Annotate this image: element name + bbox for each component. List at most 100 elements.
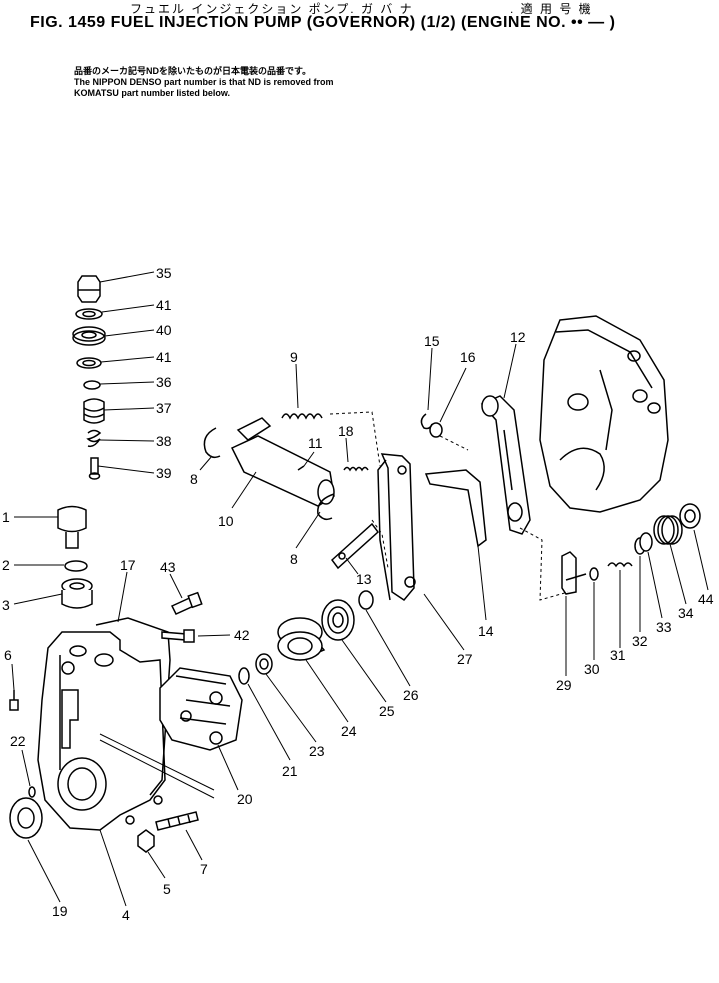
gasket-17: [95, 617, 171, 796]
washer-41b: [76, 357, 102, 369]
callout-38: 38: [156, 433, 172, 449]
note-japanese: 品番のメーカ記号NDを除いたものが日本電装の品番です。: [74, 66, 312, 76]
callout-43: 43: [160, 559, 176, 575]
callout-8b: 8: [290, 551, 298, 567]
callout-29: 29: [556, 677, 572, 693]
callout-42: 42: [234, 627, 250, 643]
washer-41a: [75, 308, 103, 320]
callout-40: 40: [156, 322, 172, 338]
callout-1: 1: [2, 509, 10, 525]
callout-35: 35: [156, 265, 172, 281]
callout-10: 10: [218, 513, 234, 529]
leader-lines: [11, 271, 709, 907]
callout-7: 7: [200, 861, 208, 877]
callout-27: 27: [457, 651, 473, 667]
part-number-note: 品番のメーカ記号NDを除いたものが日本電装の品番です。 The NIPPON D…: [74, 66, 454, 99]
callout-18: 18: [338, 423, 354, 439]
gasket-2: [64, 560, 88, 572]
callout-36: 36: [156, 374, 172, 390]
plug-22: [28, 786, 36, 798]
callout-3: 3: [2, 597, 10, 613]
japanese-title: フュエル インジェクション ポンプ. ガ バ ナ . 適 用 号 機: [130, 0, 650, 16]
shaft-10: [230, 417, 335, 507]
bolt-29: [561, 551, 587, 595]
callout-19: 19: [52, 903, 68, 919]
nut-5: [137, 829, 155, 853]
spring-seat-37: [83, 398, 105, 424]
japanese-usage-text: . 適 用 号 機: [510, 2, 593, 16]
note-english-line2: KOMATSU part number listed below.: [74, 88, 231, 98]
shim-26: [358, 590, 374, 610]
spring-18: [343, 466, 369, 472]
callout-37: 37: [156, 400, 172, 416]
bushing-23: [255, 653, 273, 675]
callout-11: 11: [308, 435, 323, 451]
callout-5: 5: [163, 881, 171, 897]
bolt-42: [161, 629, 195, 643]
callout-39: 39: [156, 465, 172, 481]
callout-26: 26: [403, 687, 419, 703]
nut-40: [72, 326, 106, 346]
callout-34: 34: [678, 605, 694, 621]
callout-23: 23: [309, 743, 325, 759]
callout-12: 12: [510, 329, 526, 345]
japanese-title-text: フュエル インジェクション ポンプ. ガ バ ナ: [130, 2, 414, 16]
washer-30: [589, 567, 599, 581]
pin-11: [297, 465, 305, 471]
lever-14: [424, 469, 487, 548]
pin-39: [88, 457, 101, 480]
clip-36: [83, 380, 101, 390]
screw-6: [9, 690, 19, 711]
bolt-43: [170, 591, 203, 615]
callout-20: 20: [237, 791, 253, 807]
spring-31: [607, 562, 633, 568]
callout-33: 33: [656, 619, 672, 635]
callout-labels: 35 41 40 41 36 37 38 39 1 2 3 17 43 42 6…: [2, 265, 714, 923]
ring-21: [238, 667, 250, 685]
bearing-25: [321, 599, 355, 641]
callout-8a: 8: [190, 471, 198, 487]
callout-9: 9: [290, 349, 298, 365]
spring-34: [653, 515, 683, 545]
callout-44: 44: [698, 591, 714, 607]
callout-6: 6: [4, 647, 12, 663]
link-13: [330, 522, 380, 570]
callout-2: 2: [2, 557, 10, 573]
callout-17: 17: [120, 557, 136, 573]
callout-25: 25: [379, 703, 395, 719]
nut-33: [639, 532, 653, 552]
callout-31: 31: [610, 647, 626, 663]
sleeve-24: [277, 617, 326, 661]
callout-15: 15: [424, 333, 440, 349]
note-english-line1: The NIPPON DENSO part number is that ND …: [74, 77, 334, 87]
washer-16: [429, 422, 443, 438]
seal-19: [9, 797, 43, 839]
clip-8a: [203, 427, 221, 459]
spring-9: [281, 413, 323, 420]
cap-nut-35: [77, 275, 101, 303]
callout-30: 30: [584, 661, 600, 677]
lever-12: [480, 395, 531, 535]
callout-41b: 41: [156, 349, 172, 365]
callout-21: 21: [282, 763, 298, 779]
flyweight-20: [159, 667, 243, 751]
clip-8b: [317, 493, 335, 521]
governor-housing-4: [37, 631, 166, 831]
figure-title: FIG. 1459 FUEL INJECTION PUMP (GOVERNOR)…: [30, 14, 616, 31]
callout-14: 14: [478, 623, 494, 639]
callout-4: 4: [122, 907, 130, 923]
cap-nut-44: [679, 503, 701, 529]
plug-1: [57, 505, 87, 549]
callout-32: 32: [632, 633, 648, 649]
callout-24: 24: [341, 723, 357, 739]
stud-7: [155, 811, 199, 831]
callout-13: 13: [356, 571, 372, 587]
callout-16: 16: [460, 349, 476, 365]
callout-22: 22: [10, 733, 26, 749]
callout-41a: 41: [156, 297, 172, 313]
governor-cover: [539, 315, 669, 513]
lever-27: [377, 453, 416, 601]
spring-38: [86, 429, 102, 448]
adapter-3: [61, 578, 93, 609]
